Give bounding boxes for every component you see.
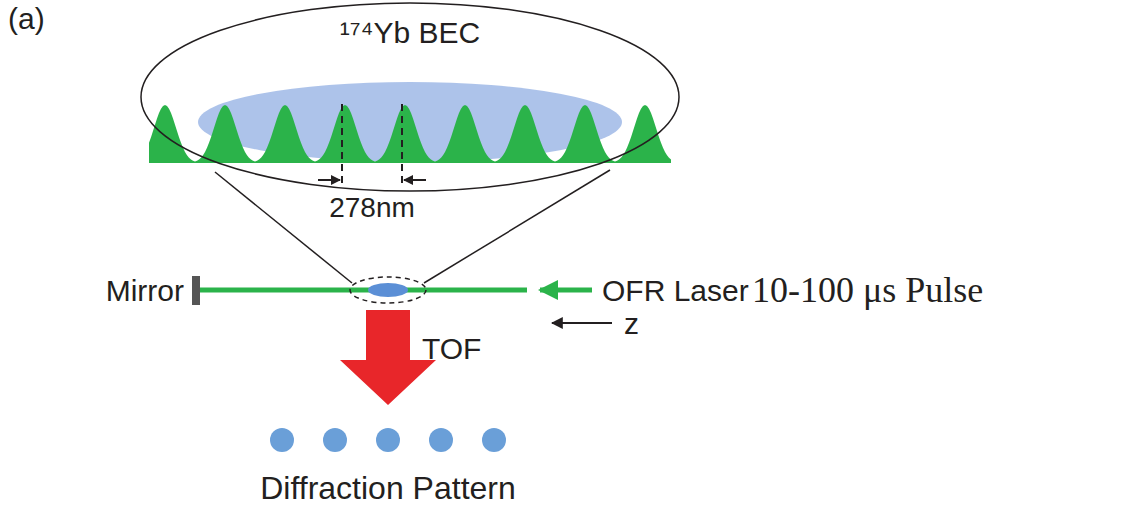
zoom-region <box>350 277 426 303</box>
dimension-arrow <box>318 179 340 181</box>
diffraction-peak <box>376 428 400 452</box>
spacing-label: 278nm <box>327 194 417 222</box>
lattice-peak <box>375 105 435 163</box>
mirror <box>192 276 200 305</box>
lattice-peak <box>149 105 195 163</box>
bec-cloud <box>198 82 622 162</box>
dashed-marker <box>341 104 343 186</box>
pattern-label: Diffraction Pattern <box>260 472 516 504</box>
lattice-peak <box>495 105 555 163</box>
laser-label: OFR Laser <box>602 276 749 306</box>
zoom-line <box>215 172 352 283</box>
tof-label: TOF <box>422 334 481 364</box>
lattice-peak <box>195 105 255 163</box>
axis-label: z <box>624 309 639 339</box>
lattice-peak <box>255 105 315 163</box>
lattice-potential <box>149 105 671 163</box>
lattice-peak <box>555 105 615 163</box>
zoom-line <box>424 170 610 283</box>
axis-arrow <box>552 322 612 324</box>
zoom-ellipse: ¹⁷⁴Yb BEC278nm <box>140 2 680 192</box>
dashed-marker <box>401 104 403 186</box>
lattice-peak <box>315 105 375 163</box>
zoom-outline <box>141 3 679 191</box>
diffraction-peak <box>323 428 347 452</box>
diffraction-peak <box>429 428 453 452</box>
diffraction-peak <box>482 428 506 452</box>
dimension-arrow <box>404 179 426 181</box>
tof-arrow <box>340 310 436 405</box>
diffraction-peak <box>270 428 294 452</box>
mirror-label: Mirror <box>106 276 184 306</box>
laser-arrow <box>540 288 592 293</box>
lattice-peak <box>435 105 495 163</box>
bec-small <box>368 283 408 297</box>
pulse-label: 10-100 μs Pulse <box>752 272 983 308</box>
species-label: ¹⁷⁴Yb BEC <box>340 18 480 48</box>
panel-label: (a) <box>8 4 45 34</box>
laser-beam <box>200 288 527 293</box>
